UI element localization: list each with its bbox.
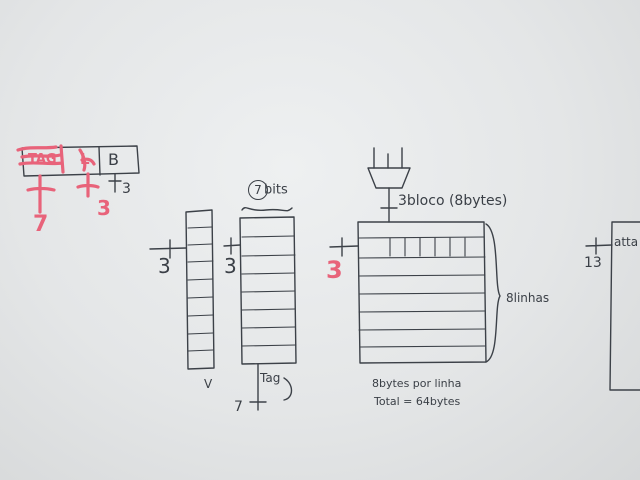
tag-field-tick (26, 174, 56, 214)
tag-header-label: 77bitsbits (248, 180, 288, 200)
multiplexer (367, 167, 411, 189)
tag-width-label: 7 (33, 212, 49, 237)
address-field-tag-label: TAG (28, 152, 57, 167)
data-index-width-label: 3 (326, 256, 343, 284)
data-index-line (329, 237, 359, 257)
mux-select-line (380, 187, 398, 223)
data-note-line-1: 8bytes por linha (372, 377, 462, 390)
line-field-tick (76, 172, 100, 198)
tag-field-scribble (16, 144, 65, 174)
right-index-width-label: 13 (584, 255, 602, 271)
tag-header-suffix: bits (264, 182, 288, 198)
tag-hook (283, 377, 293, 401)
lines-brace (485, 223, 501, 363)
line-width-label: 3 (97, 196, 111, 220)
valid-array-label: V (204, 377, 213, 391)
line-field-scribble (78, 148, 96, 172)
tag-output-line (249, 363, 267, 411)
mux-label: 3bloco (8bytes) (398, 193, 508, 209)
tag-index-line (223, 237, 241, 255)
address-field-line-label: L (80, 150, 90, 168)
data-note-line-2: Total = 64bytes (374, 395, 461, 408)
tag-footer-label: Tag (260, 371, 281, 385)
right-header-fragment: atta (614, 235, 639, 249)
valid-index-line (149, 239, 187, 259)
offset-field-tick (108, 173, 122, 193)
address-format-box (16, 144, 140, 214)
right-index-line (585, 237, 613, 255)
tag-header-circled-number: 7 (254, 183, 262, 197)
valid-bit-array (149, 209, 215, 370)
address-field-offset-label: B (108, 150, 119, 169)
offset-width-label: 3 (122, 181, 131, 197)
right-partial-block (585, 221, 640, 391)
tag-header-brace (241, 207, 293, 212)
data-array (329, 147, 501, 364)
tag-array (223, 207, 297, 411)
lines-side-label: 8linhas (506, 291, 550, 305)
tag-header-circle: 7 (248, 180, 268, 200)
tag-footer-width-label: 7 (234, 399, 243, 415)
tag-index-width-label: 3 (224, 254, 237, 278)
valid-index-width-label: 3 (158, 254, 171, 278)
